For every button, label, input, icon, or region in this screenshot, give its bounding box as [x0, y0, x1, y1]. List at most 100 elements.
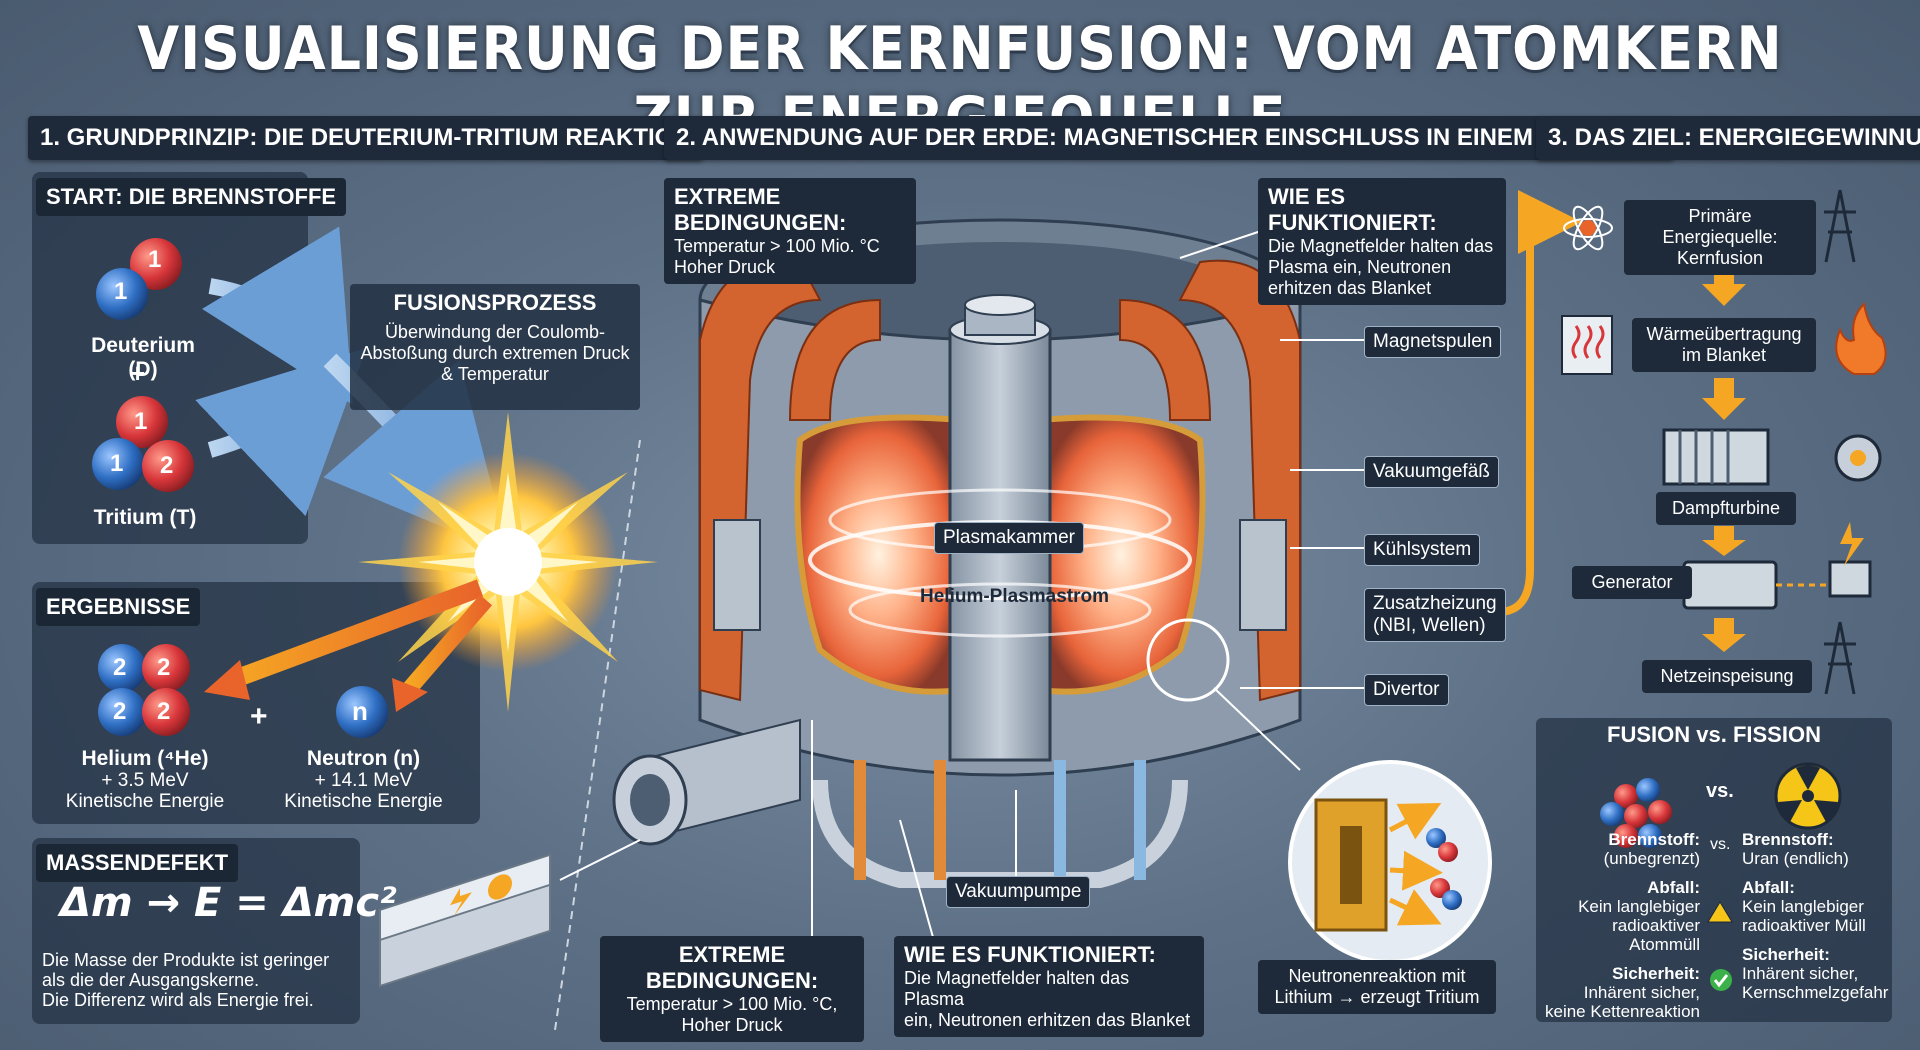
label-vacuum-pump: Vakuumpumpe	[946, 876, 1091, 908]
fuel-heading: Brennstoff:	[1742, 830, 1834, 849]
how-line: erhitzen das Blanket	[1268, 278, 1432, 298]
extreme-conditions-top: EXTREME BEDINGUNGEN: Temperatur > 100 Mi…	[664, 178, 916, 284]
fission-column: Brennstoff: Uran (endlich) Abfall: Kein …	[1742, 830, 1892, 1002]
neutron-line: Lithium → erzeugt Tritium	[1274, 987, 1480, 1007]
waste-value: Kein langlebiger	[1578, 897, 1700, 916]
atom-icon	[1563, 205, 1613, 251]
section3-header: 3. DAS ZIEL: ENERGIEGEWINNUNG	[1536, 116, 1920, 160]
extreme-conditions-bottom: EXTREME BEDINGUNGEN: Temperatur > 100 Mi…	[600, 936, 864, 1042]
comparison-vs: vs.	[1706, 780, 1734, 802]
extreme-line: Temperatur > 100 Mio. °C,	[626, 994, 838, 1014]
start-title: START: DIE BRENNSTOFFE	[36, 178, 347, 216]
safety-value: Kernschmelzgefahr	[1742, 983, 1889, 1002]
helium-name: Helium (⁴He)	[81, 747, 209, 770]
mass-text-line: als die der Ausgangskerne.	[42, 970, 260, 990]
section2-header: 2. ANWENDUNG AUF DER ERDE: MAGNETISCHER …	[664, 116, 1674, 160]
safety-value: Inhärent sicher,	[1742, 964, 1859, 983]
neutron-reaction-box: Neutronenreaktion mit Lithium → erzeugt …	[1258, 960, 1496, 1014]
label-vacuum-vessel: Vakuumgefäß	[1364, 456, 1499, 488]
waste-value: Kein langlebiger	[1742, 897, 1864, 916]
step-line: Wärmeübertragung	[1646, 324, 1802, 344]
nucleon-number: 1	[114, 278, 128, 305]
safety-value: Inhärent sicher,	[1583, 983, 1700, 1002]
mass-text-line: Die Differenz wird als Energie frei.	[42, 990, 314, 1010]
nucleon-number: 2	[113, 654, 127, 681]
results-title: ERGEBNISSE	[36, 588, 201, 626]
plus-sign: +	[250, 700, 268, 733]
waste-heading: Abfall:	[1742, 878, 1795, 897]
nucleon-number: 1	[148, 246, 162, 273]
step-line: im Blanket	[1681, 345, 1767, 365]
helium-energy: + 3.5 MeV	[101, 770, 189, 791]
label-magnet-coils: Magnetspulen	[1364, 326, 1502, 358]
nucleon-number: 2	[157, 654, 171, 681]
step-line: Kernfusion	[1676, 248, 1764, 268]
deuterium-label: Deuterium (D)	[91, 334, 195, 381]
step-heat-transfer: Wärmeübertragung im Blanket	[1632, 318, 1816, 372]
helium-result: Helium (⁴He) + 3.5 MeV Kinetische Energi…	[60, 748, 230, 812]
nucleon-number: 2	[160, 452, 174, 479]
section1-header: 1. GRUNDPRINZIP: DIE DEUTERIUM-TRITIUM R…	[28, 116, 703, 160]
mass-defect-title: MASSENDEFEKT	[36, 844, 239, 882]
fusion-title: FUSIONSPROZESS	[393, 290, 597, 315]
comparison-vs-small: vs.	[1710, 836, 1731, 853]
mass-text: Die Masse der Produkte ist geringer als …	[42, 950, 329, 1010]
step-steam-turbine: Dampfturbine	[1656, 492, 1796, 525]
fusion-text: Überwindung der Coulomb-Abstoßung durch …	[360, 322, 630, 384]
how-it-works-bottom: WIE ES FUNKTIONIERT: Die Magnetfelder ha…	[894, 936, 1204, 1037]
step-grid: Netzeinspeisung	[1642, 660, 1812, 693]
waste-heading: Abfall:	[1647, 878, 1700, 897]
waste-value: radioaktiver Müll	[1742, 916, 1866, 935]
how-it-works-top: WIE ES FUNKTIONIERT: Die Magnetfelder ha…	[1258, 178, 1506, 305]
label-plasma-chamber: Plasmakammer	[934, 522, 1084, 554]
fusion-column: Brennstoff: (unbegrenzt) Abfall: Kein la…	[1540, 830, 1700, 1021]
step-generator: Generator	[1572, 566, 1692, 599]
nucleon-number: 2	[157, 698, 171, 725]
neutron-result: Neutron (n) + 14.1 MeV Kinetische Energi…	[276, 748, 451, 812]
pylon-icon	[1824, 189, 1856, 695]
neutron-energy: + 14.1 MeV	[314, 770, 413, 791]
neutron-name: Neutron (n)	[306, 747, 421, 770]
step-primary-source: Primäre Energiequelle: Kernfusion	[1624, 200, 1816, 275]
safety-value: keine Kettenreaktion	[1545, 1002, 1700, 1021]
neutron	[96, 268, 148, 320]
fusion-process-box: FUSIONSPROZESS Überwindung der Coulomb-A…	[350, 284, 640, 410]
label-plasma-stream: Helium-Plasmastrom	[920, 586, 1110, 607]
extreme-line: Hoher Druck	[674, 257, 776, 277]
tritium-label: Tritium (T)	[93, 506, 197, 529]
fuel-value: (unbegrenzt)	[1603, 849, 1700, 868]
safety-heading: Sicherheit:	[1742, 945, 1830, 964]
extreme-title: EXTREME BEDINGUNGEN:	[674, 184, 847, 235]
step-line: Primäre Energiequelle:	[1662, 206, 1778, 247]
helium-kinetic: Kinetische Energie	[65, 791, 225, 812]
plus-sign: +	[130, 358, 146, 388]
comparison-title: FUSION vs. FISSION	[1607, 722, 1821, 747]
nucleon-number: 1	[110, 450, 124, 477]
how-line: Die Magnetfelder halten das Plasma	[904, 968, 1130, 1009]
neutron-symbol: n	[352, 696, 368, 726]
nucleon-number: 2	[113, 698, 127, 725]
fuel-heading: Brennstoff:	[1608, 830, 1700, 849]
neutron-line: Neutronenreaktion mit	[1288, 966, 1466, 986]
label-aux-heating: Zusatzheizung (NBI, Wellen)	[1364, 588, 1506, 642]
extreme-title: EXTREME BEDINGUNGEN:	[645, 942, 819, 993]
heating-line: (NBI, Wellen)	[1373, 615, 1486, 636]
neutron-kinetic: Kinetische Energie	[284, 791, 443, 812]
how-title: WIE ES FUNKTIONIERT:	[1268, 184, 1437, 235]
label-cooling-system: Kühlsystem	[1364, 534, 1481, 566]
how-line: ein, Neutronen erhitzen das Blanket	[904, 1010, 1191, 1030]
extreme-line: Temperatur > 100 Mio. °C	[674, 236, 880, 256]
how-line: Plasma ein, Neutronen	[1268, 257, 1452, 277]
waste-value: radioaktiver Atommüll	[1612, 916, 1700, 954]
safety-heading: Sicherheit:	[1612, 964, 1700, 983]
how-title: WIE ES FUNKTIONIERT:	[904, 942, 1156, 967]
nucleon-number: 1	[134, 408, 148, 435]
extreme-line: Hoher Druck	[681, 1015, 783, 1035]
proton	[130, 238, 182, 290]
label-divertor: Divertor	[1364, 674, 1449, 706]
fuel-value: Uran (endlich)	[1742, 849, 1849, 868]
mass-formula: Δm → E = Δmc²	[60, 880, 397, 926]
heating-line: Zusatzheizung	[1373, 593, 1497, 614]
mass-text-line: Die Masse der Produkte ist geringer	[42, 950, 330, 970]
how-line: Die Magnetfelder halten das	[1268, 236, 1494, 256]
